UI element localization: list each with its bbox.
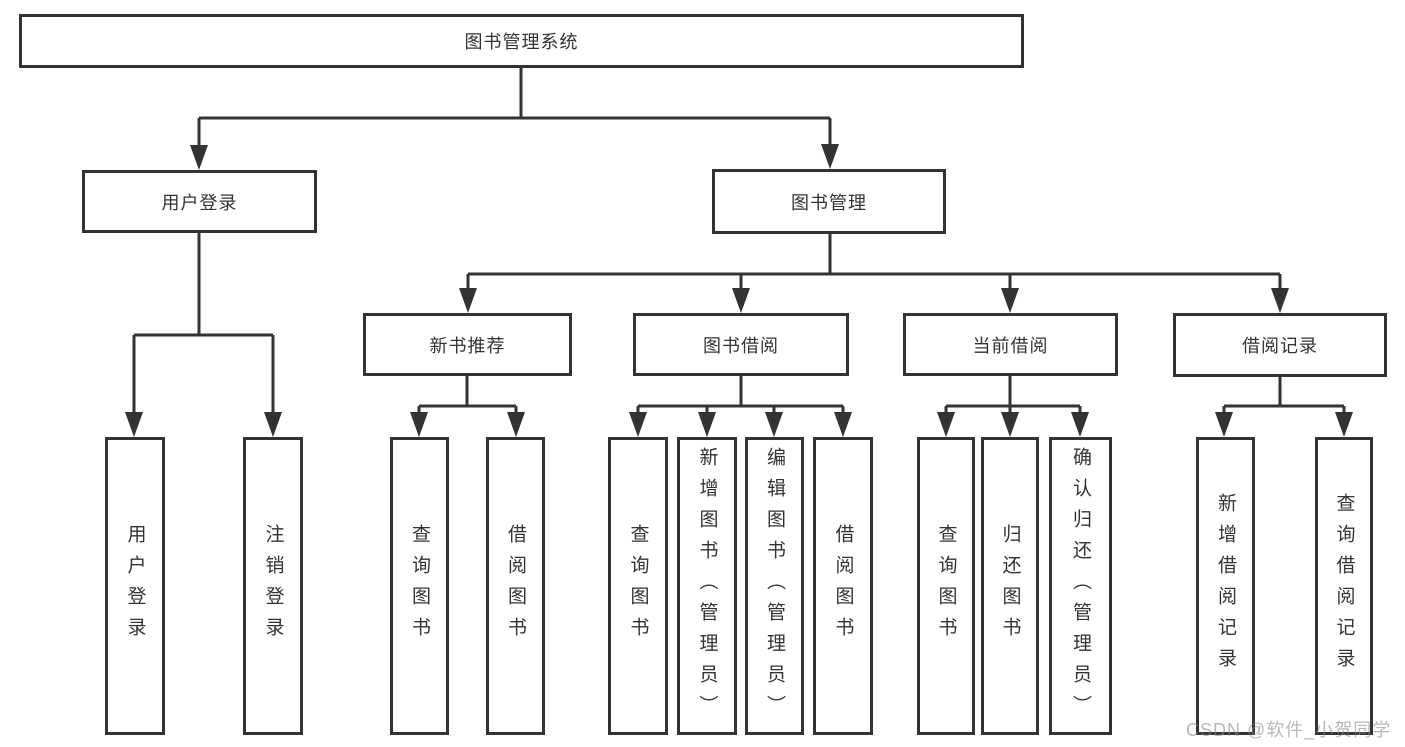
leaf-edit-book-admin: 编辑图书（管理员） [745,437,804,735]
leaf-query-books-2: 查询图书 [608,437,668,735]
node-current-borrowing: 当前借阅 [903,313,1118,376]
leaf-logout: 注销登录 [243,437,303,735]
leaf-borrow-books: 借阅图书 [486,437,545,735]
node-user-login: 用户登录 [82,170,317,233]
leaf-return-books: 归还图书 [981,437,1039,735]
node-new-book-recommend: 新书推荐 [363,313,572,376]
node-book-management: 图书管理 [712,169,946,234]
leaf-user-login: 用户登录 [105,437,165,735]
leaf-confirm-return-admin: 确认归还（管理员） [1049,437,1112,735]
leaf-add-book-admin: 新增图书（管理员） [677,437,737,735]
connector-arrows [125,144,1353,437]
leaf-borrow-books-2: 借阅图书 [813,437,873,735]
leaf-query-books-3: 查询图书 [917,437,975,735]
leaf-query-books: 查询图书 [390,437,449,735]
node-book-borrowing: 图书借阅 [633,313,849,376]
csdn-watermark: CSDN @软件_小贺同学 [1186,720,1392,740]
leaf-add-borrow-record: 新增借阅记录 [1196,437,1255,735]
node-library-system: 图书管理系统 [19,14,1024,68]
node-borrow-records: 借阅记录 [1173,313,1387,377]
leaf-query-borrow-record: 查询借阅记录 [1315,437,1373,735]
